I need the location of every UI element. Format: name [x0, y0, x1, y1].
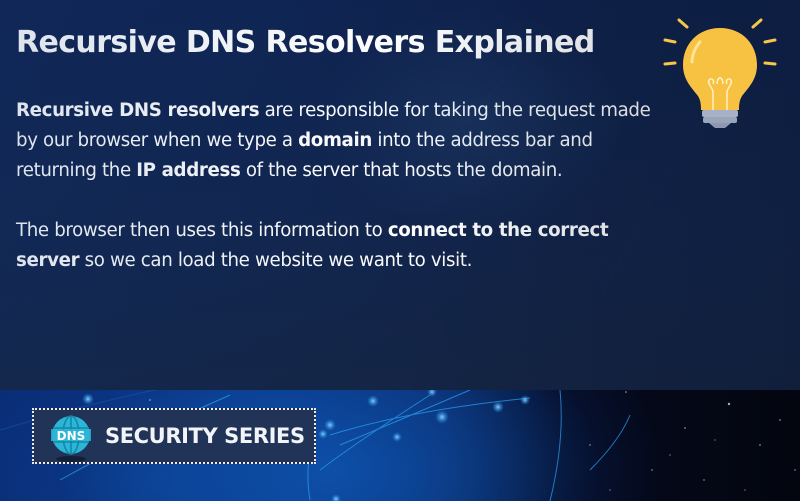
security-series-badge: DNS SECURITY SERIES [32, 408, 316, 464]
lightbulb-icon [655, 10, 785, 130]
dns-globe-icon: DNS [48, 414, 94, 464]
paragraph-definition: Recursive DNS resolvers are responsible … [16, 100, 651, 181]
term-ip-address: IP address [136, 160, 241, 181]
svg-text:DNS: DNS [57, 429, 86, 443]
explanation-text: Recursive DNS resolvers are responsible … [16, 96, 656, 276]
series-label: SECURITY SERIES [105, 424, 305, 448]
term-recursive-dns-resolvers: Recursive DNS resolvers [16, 100, 260, 121]
paragraph-usage: The browser then uses this information t… [16, 220, 609, 271]
page-title: Recursive DNS Resolvers Explained [16, 25, 595, 60]
term-domain: domain [298, 130, 372, 151]
term-connect-correct-server: connect to the correct server [16, 220, 609, 271]
